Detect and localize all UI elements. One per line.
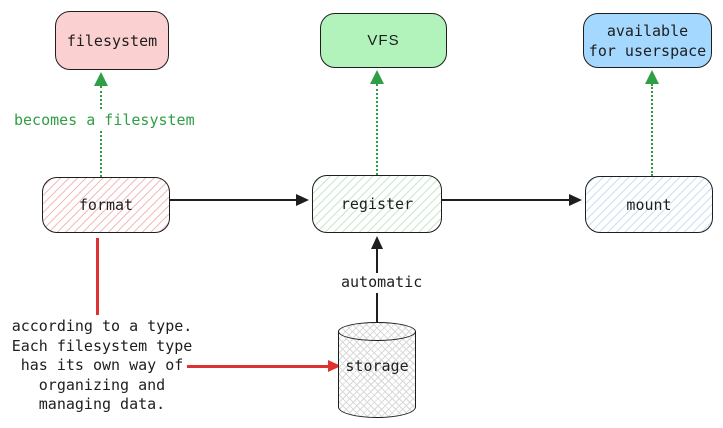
node-mount: mount xyxy=(585,176,713,233)
node-mount-label: mount xyxy=(626,195,672,214)
node-available-for-userspace: available for userspace xyxy=(583,13,712,68)
node-format-label: format xyxy=(78,196,134,214)
arrow-format-to-register-line xyxy=(170,199,298,201)
node-register: register xyxy=(312,175,442,233)
arrow-format-to-filesystem-dotted-line xyxy=(100,86,102,177)
node-storage-label: storage xyxy=(345,357,409,375)
arrow-storage-to-register-head xyxy=(371,236,383,249)
node-vfs: VFS xyxy=(320,13,447,68)
node-storage-top-ellipse xyxy=(338,322,416,341)
node-format: format xyxy=(42,177,170,233)
arrow-register-to-vfs-head xyxy=(370,70,384,84)
node-filesystem-label: filesystem xyxy=(66,31,158,50)
arrow-register-to-mount-line xyxy=(442,199,570,201)
node-storage-body xyxy=(338,331,416,418)
node-filesystem: filesystem xyxy=(55,11,169,70)
annotation-according-note: according to a type. Each filesystem typ… xyxy=(11,317,193,413)
arrow-mount-to-available-dotted-line xyxy=(651,84,653,176)
arrow-format-to-filesystem-head xyxy=(94,72,108,86)
annotation-automatic: automatic xyxy=(338,273,426,293)
arrow-note-to-storage-line xyxy=(187,365,329,368)
arrow-register-to-vfs-dotted-line xyxy=(376,84,378,175)
annotation-becomes-a-filesystem: becomes a filesystem xyxy=(12,111,197,131)
node-vfs-label: VFS xyxy=(367,31,400,49)
arrow-format-to-register-head xyxy=(296,194,309,206)
node-register-label: register xyxy=(340,195,414,213)
line-format-to-note-red xyxy=(96,238,99,315)
arrow-note-to-storage-head xyxy=(328,360,341,372)
arrow-mount-to-available-head xyxy=(645,70,659,84)
arrow-register-to-mount-head xyxy=(569,194,582,206)
node-available-label: available for userspace xyxy=(588,21,707,60)
